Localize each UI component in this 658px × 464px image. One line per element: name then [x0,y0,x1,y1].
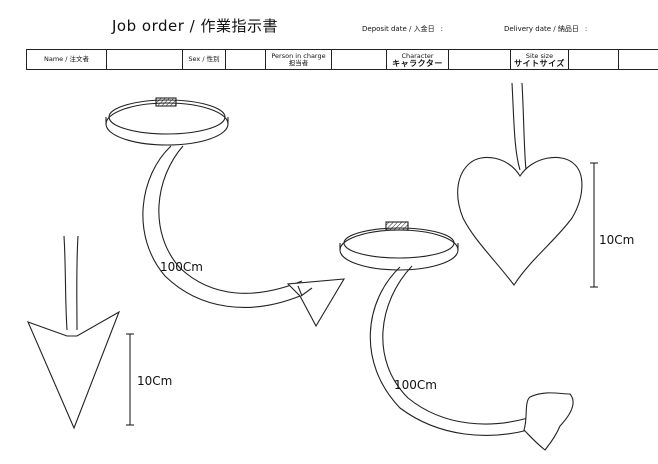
tail-1-arrowhead [286,278,346,328]
delivery-date-label: Delivery date / 納品日 [504,25,579,33]
site-size-label-en: Site size [525,51,554,60]
ring-2 [339,221,459,271]
tail-arrow-design [105,97,346,328]
tail-2-body [369,266,529,436]
ring-1 [105,97,229,146]
character-label-jp: キャラクター [392,58,443,68]
order-info-table: Name / 注文者 Sex / 性別 Person in charge 担当者… [26,49,658,70]
heart-tip-detail [457,82,598,288]
heart-tip-height-label: 10Cm [599,233,635,247]
name-label: Name / 注文者 [26,49,107,70]
ring-1-clasp [155,97,177,107]
site-size-label-jp: サイトサイズ [514,58,565,68]
person-in-charge-label-jp: 担当者 [288,58,309,67]
deposit-date: Deposit date / 入金日: [362,24,443,34]
tail-2-heart-tip [523,392,574,451]
tail-1-length-label: 100Cm [160,260,203,274]
tail-2-length-label: 100Cm [394,378,437,392]
tail-1-body-inner [158,145,303,294]
deposit-date-colon: : [440,25,443,33]
arrow-tip-detail [26,235,134,430]
arrow-tip-stem [63,235,79,331]
arrow-tip-head [26,310,121,430]
tail-2-body-inner [382,265,529,425]
person-in-charge-label-en: Person in charge [271,51,326,60]
page-title: Job order / 作業指示書 [112,17,278,35]
blank-cell [618,49,658,70]
tail-heart-design [339,221,574,451]
delivery-date: Delivery date / 納品日: [504,24,587,34]
heart-tip-stem [511,82,527,171]
heart-tip-heart [457,156,583,286]
arrow-tip-height-label: 10Cm [137,374,173,388]
character-label-en: Character [401,51,434,60]
ring-2-clasp [385,221,409,231]
delivery-date-colon: : [584,25,588,33]
deposit-date-label: Deposit date / 入金日 [362,25,435,33]
tail-1-body [142,145,301,308]
